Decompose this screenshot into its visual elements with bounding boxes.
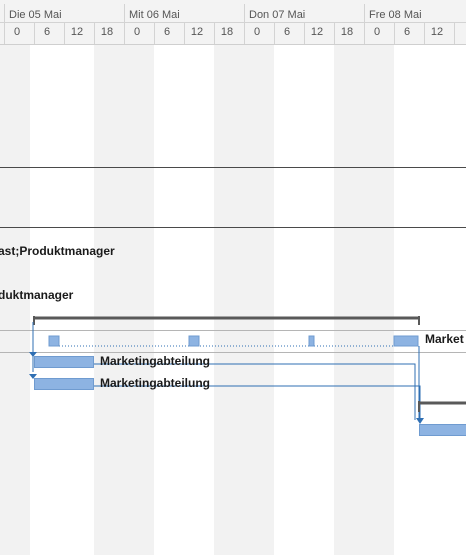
- task-bar[interactable]: [34, 378, 94, 390]
- phase-separator: [0, 167, 466, 168]
- summary-task-label: Market: [425, 332, 464, 346]
- row-gridline: [0, 330, 466, 331]
- tick-separator: [454, 23, 455, 44]
- link-arrow: [416, 418, 424, 424]
- link-arrow: [29, 374, 37, 379]
- split-segment[interactable]: [393, 335, 419, 347]
- hour-tick: 12: [430, 26, 444, 38]
- task-resource-label: ast;Produktmanager: [0, 244, 115, 258]
- day-separator: [364, 4, 365, 44]
- day-separator: [124, 4, 125, 44]
- hour-tick: 12: [70, 26, 84, 38]
- nonworking-shade: [0, 45, 30, 555]
- phase-separator: [0, 227, 466, 228]
- tick-separator: [424, 23, 425, 44]
- dependency-links: [32, 322, 421, 420]
- tick-separator: [394, 23, 395, 44]
- day-separator: [4, 4, 5, 44]
- row-gridline: [0, 352, 466, 353]
- nonworking-shade: [214, 45, 274, 555]
- summary-bar[interactable]: [418, 401, 466, 412]
- hour-tick: 18: [340, 26, 354, 38]
- hour-tick: 18: [220, 26, 234, 38]
- hour-tick: 0: [253, 26, 261, 38]
- hour-tick: 6: [163, 26, 171, 38]
- task-resource-label: Marketingabteilung: [100, 376, 211, 390]
- link-arrow: [29, 352, 37, 357]
- hour-tick: 6: [283, 26, 291, 38]
- nonworking-shade: [94, 45, 154, 555]
- task-resource-label: duktmanager: [0, 288, 74, 302]
- task-bar[interactable]: [419, 424, 466, 436]
- nonworking-shade: [334, 45, 394, 555]
- hour-tick: 12: [310, 26, 324, 38]
- day-label: Mit 06 Mai: [129, 9, 180, 21]
- tick-separator: [154, 23, 155, 44]
- hour-tick: 0: [373, 26, 381, 38]
- tick-separator: [184, 23, 185, 44]
- hour-tick: 6: [403, 26, 411, 38]
- tick-separator: [94, 23, 95, 44]
- hour-tick: 0: [133, 26, 141, 38]
- hour-tick: 0: [13, 26, 21, 38]
- task-bar[interactable]: [34, 356, 94, 368]
- tick-separator: [34, 23, 35, 44]
- timescale-divider: [0, 22, 466, 23]
- day-label: Fre 08 Mai: [369, 9, 422, 21]
- split-segment[interactable]: [48, 335, 60, 347]
- day-separator: [244, 4, 245, 44]
- day-label: Die 05 Mai: [9, 9, 62, 21]
- split-segment[interactable]: [308, 335, 315, 347]
- task-resource-label: Marketingabteilung: [100, 354, 211, 368]
- tick-separator: [214, 23, 215, 44]
- tick-separator: [304, 23, 305, 44]
- tick-separator: [274, 23, 275, 44]
- timescale-header: Die 05 Mai Mit 06 Mai Don 07 Mai Fre 08 …: [0, 0, 466, 45]
- hour-tick: 18: [100, 26, 114, 38]
- summary-bar[interactable]: [33, 316, 420, 325]
- hour-tick: 12: [190, 26, 204, 38]
- split-segment[interactable]: [188, 335, 200, 347]
- tick-separator: [64, 23, 65, 44]
- hour-tick: 6: [43, 26, 51, 38]
- day-label: Don 07 Mai: [249, 9, 306, 21]
- tick-separator: [334, 23, 335, 44]
